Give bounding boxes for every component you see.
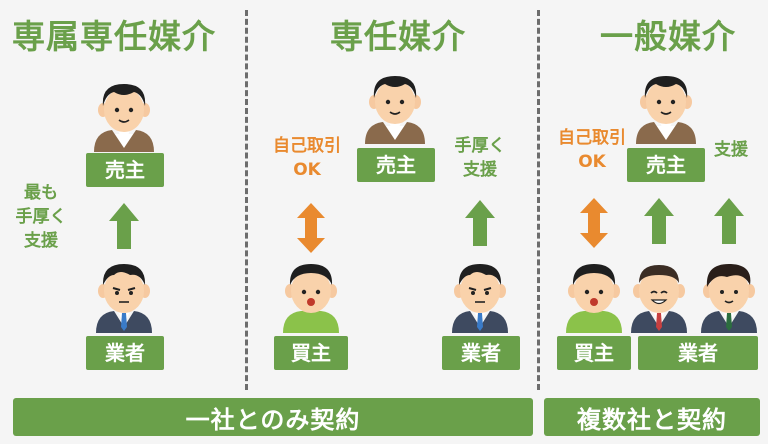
self-dealing-arrow-icon xyxy=(297,203,325,253)
banner-multiple-companies: 複数社と契約 xyxy=(544,398,760,436)
buyer-label: 買主 xyxy=(557,336,631,370)
seller-icon xyxy=(635,75,697,145)
agent-label: 業者 xyxy=(442,336,520,370)
self-dealing-note: 自己取引 OK xyxy=(558,128,626,172)
banner-single-company: 一社とのみ契約 xyxy=(13,398,533,436)
buyer-icon xyxy=(566,264,622,333)
buyer-label: 買主 xyxy=(274,336,348,370)
support-arrow-icon xyxy=(644,198,674,244)
support-arrow-icon xyxy=(714,198,744,244)
support-note: 手厚く 支援 xyxy=(454,136,506,180)
self-dealing-note: 自己取引 OK xyxy=(273,136,341,180)
agent-icon xyxy=(95,263,153,334)
title-general: 一般媒介 xyxy=(600,17,736,56)
seller-label: 売主 xyxy=(86,153,164,187)
support-note: 最も 手厚く 支援 xyxy=(15,183,67,251)
support-arrow-icon xyxy=(465,200,495,246)
agent-icon xyxy=(630,264,688,334)
seller-label: 売主 xyxy=(357,148,435,182)
agent-label: 業者 xyxy=(638,336,758,370)
agent-icon xyxy=(700,263,758,334)
agent-label: 業者 xyxy=(86,336,164,370)
agent-icon xyxy=(451,263,509,334)
section-divider-2 xyxy=(537,10,540,390)
self-dealing-arrow-icon xyxy=(580,198,608,248)
support-note: 支援 xyxy=(714,140,748,160)
title-exclusive-dedicated: 専属専任媒介 xyxy=(12,17,216,56)
seller-icon xyxy=(364,75,426,145)
buyer-icon xyxy=(283,264,339,333)
support-arrow-icon xyxy=(109,203,139,249)
title-dedicated: 専任媒介 xyxy=(330,17,466,56)
seller-label: 売主 xyxy=(627,148,705,182)
seller-icon xyxy=(93,83,155,153)
section-divider-1 xyxy=(245,10,248,390)
